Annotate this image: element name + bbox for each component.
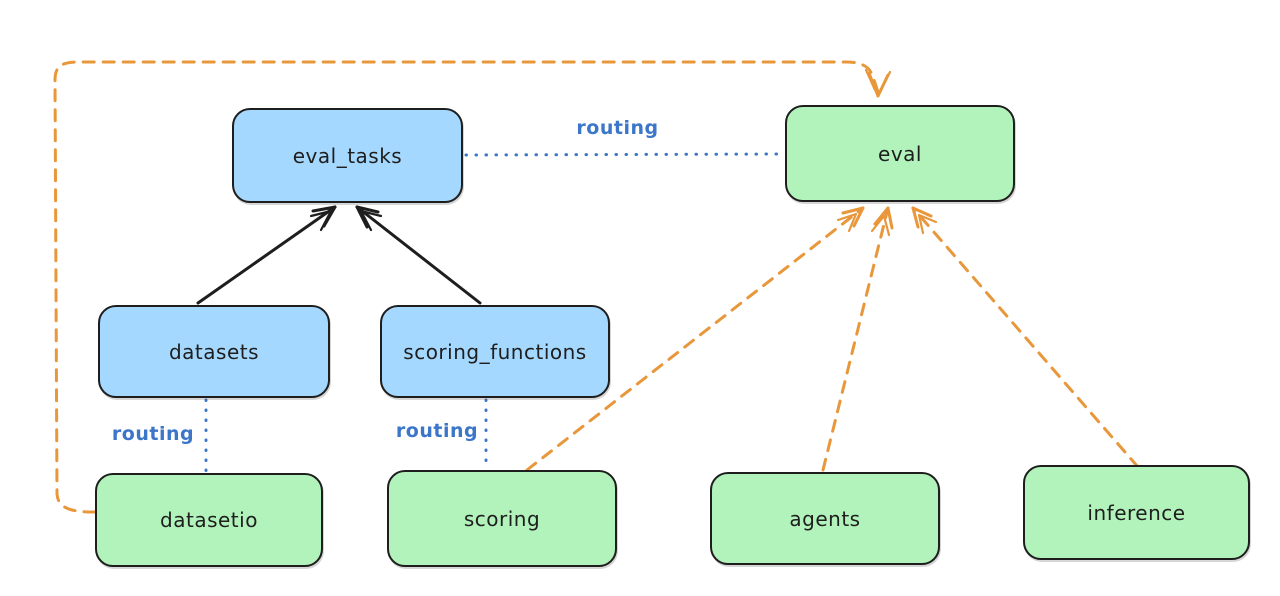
node-scoring[interactable]: scoring <box>387 470 617 567</box>
node-datasets-label: datasets <box>168 339 260 364</box>
node-eval[interactable]: eval <box>785 105 1015 202</box>
node-scoring-functions-label: scoring_functions <box>403 339 587 364</box>
node-agents[interactable]: agents <box>710 472 940 565</box>
edge-scoring-to-eval <box>525 206 865 472</box>
node-eval-tasks[interactable]: eval_tasks <box>232 108 463 203</box>
node-inference-label: inference <box>1087 500 1186 525</box>
routing-label-datasets-datasetio: routing <box>111 423 195 445</box>
node-scoring-label: scoring <box>463 506 541 531</box>
edge-inference-to-eval <box>911 206 1140 469</box>
node-inference[interactable]: inference <box>1023 465 1250 560</box>
edge-agents-to-eval <box>821 206 894 472</box>
routing-label-eval-tasks-eval: routing <box>576 117 659 139</box>
node-eval-label: eval <box>878 141 922 166</box>
node-eval-tasks-label: eval_tasks <box>292 143 403 168</box>
routing-label-scoring-functions-scoring: routing <box>395 420 479 442</box>
node-scoring-functions[interactable]: scoring_functions <box>380 305 610 398</box>
edge-datasetio-to-eval <box>53 60 892 514</box>
node-datasets[interactable]: datasets <box>98 305 330 398</box>
node-agents-label: agents <box>789 506 861 531</box>
node-datasetio[interactable]: datasetio <box>95 473 323 567</box>
edge-datasets-to-eval-tasks <box>196 205 337 305</box>
node-datasetio-label: datasetio <box>160 508 258 532</box>
edge-scoring-functions-to-eval-tasks <box>355 205 482 305</box>
edge-eval-tasks-to-eval-routing <box>464 152 785 157</box>
